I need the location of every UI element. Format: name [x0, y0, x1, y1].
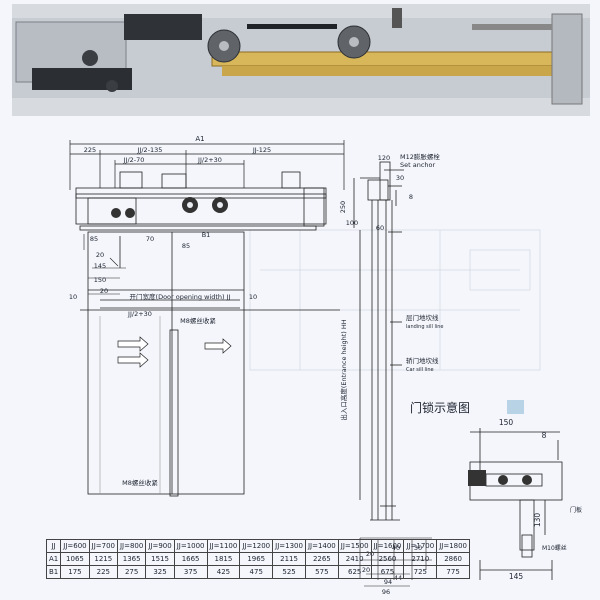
spec-cell: 325: [145, 565, 175, 579]
spec-header-cell: JJ=1500: [337, 539, 372, 553]
spec-row-b1: B1 175 225 275 325 375 425 475 525 575 6…: [45, 565, 471, 579]
spec-header-cell: JJ=1000: [173, 539, 208, 553]
spec-cell: 725: [403, 565, 438, 579]
spec-cell: 2710: [403, 552, 438, 566]
spec-cell: 1815: [206, 552, 241, 566]
spec-cell: 525: [272, 565, 306, 579]
spec-cell: 225: [88, 565, 118, 579]
spec-table: JJ JJ=600 JJ=700 JJ=800 JJ=900 JJ=1000 J…: [45, 539, 471, 579]
spec-cell: 625: [337, 565, 372, 579]
spec-cell: 375: [173, 565, 208, 579]
spec-cell: A1: [45, 552, 62, 566]
spec-cell: 775: [436, 565, 471, 579]
spec-header-cell: JJ=1200: [239, 539, 274, 553]
spec-cell: 1215: [88, 552, 118, 566]
spec-row-a1: A1 1065 1215 1365 1515 1665 1815 1965 21…: [45, 552, 471, 566]
spec-cell: 1065: [60, 552, 90, 566]
door-operator-photo: [12, 4, 590, 116]
title-marker: [507, 400, 524, 414]
spec-cell: 2860: [436, 552, 471, 566]
lock-diagram-title-box: 门锁示意图: [410, 399, 524, 417]
spec-header-cell: JJ=1700: [403, 539, 438, 553]
spec-cell: B1: [45, 565, 62, 579]
spec-header-cell: JJ=800: [116, 539, 147, 553]
spec-cell: 2560: [370, 552, 405, 566]
spec-cell: 675: [370, 565, 405, 579]
spec-cell: 1515: [145, 552, 175, 566]
spec-cell: 1365: [116, 552, 147, 566]
spec-cell: 425: [206, 565, 241, 579]
spec-cell: 575: [304, 565, 339, 579]
spec-cell: 1965: [239, 552, 274, 566]
spec-cell: 1665: [173, 552, 208, 566]
spec-header-cell: JJ=1800: [436, 539, 471, 553]
spec-header-cell: JJ=1600: [370, 539, 405, 553]
spec-header-row: JJ JJ=600 JJ=700 JJ=800 JJ=900 JJ=1000 J…: [45, 539, 471, 553]
spec-header-cell: JJ=1300: [272, 539, 306, 553]
spec-header-cell: JJ: [45, 539, 62, 553]
spec-cell: 175: [60, 565, 90, 579]
spec-header-cell: JJ=600: [60, 539, 90, 553]
spec-cell: 275: [116, 565, 147, 579]
spec-header-cell: JJ=900: [145, 539, 175, 553]
spec-header-cell: JJ=700: [88, 539, 118, 553]
spec-header-cell: JJ=1400: [304, 539, 339, 553]
spec-cell: 475: [239, 565, 274, 579]
spec-header-cell: JJ=1100: [206, 539, 241, 553]
lock-diagram-title: 门锁示意图: [410, 401, 471, 415]
spec-cell: 2115: [272, 552, 306, 566]
spec-cell: 2410: [337, 552, 372, 566]
spec-cell: 2265: [304, 552, 339, 566]
